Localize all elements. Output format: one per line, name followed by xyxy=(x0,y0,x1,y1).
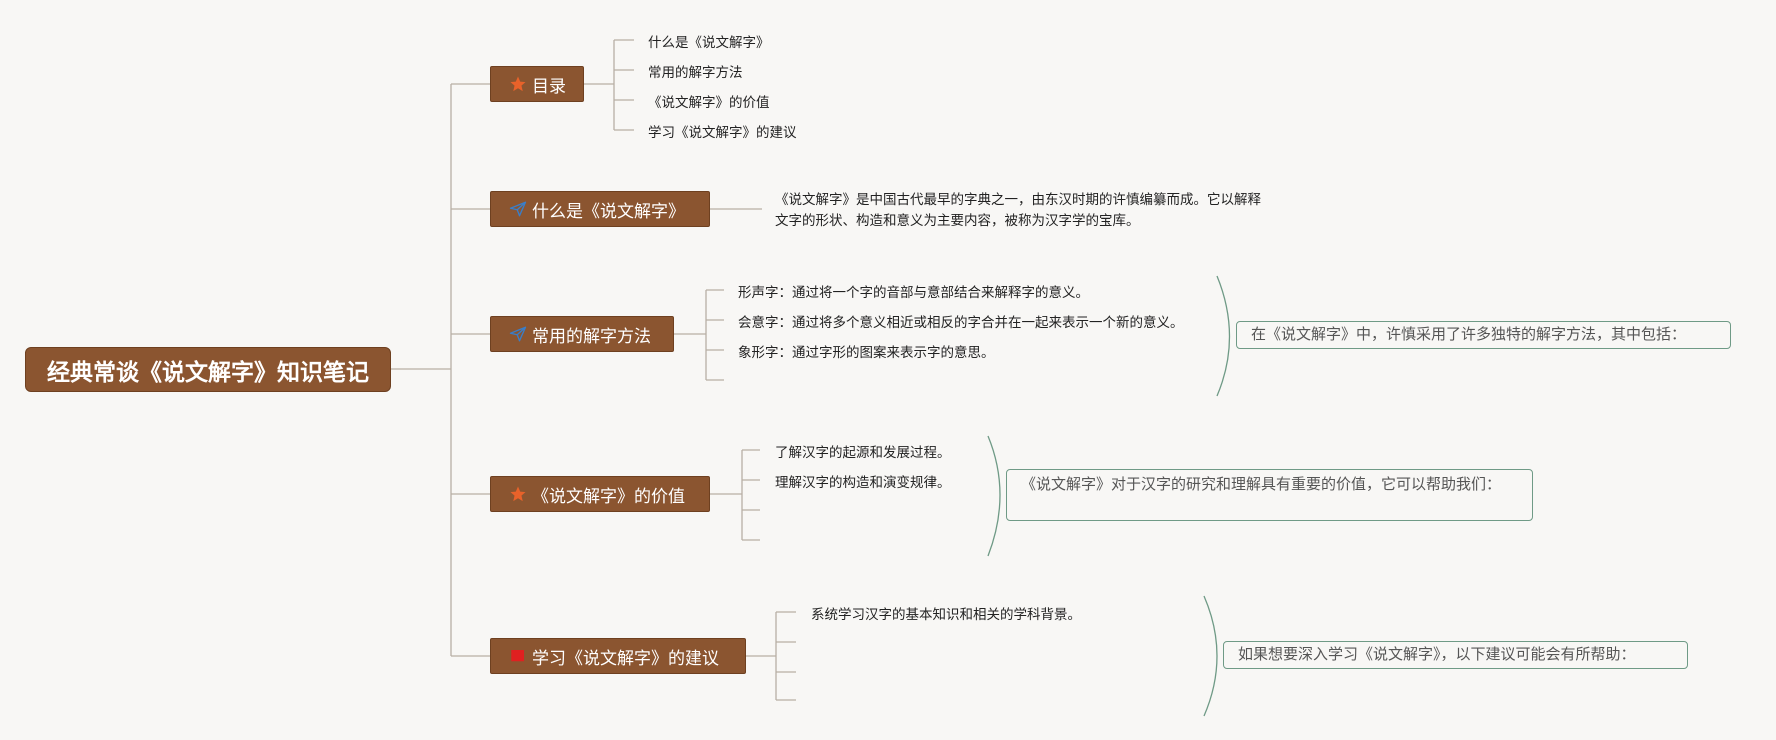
note-box: 《说文解字》对于汉字的研究和理解具有重要的价值，它可以帮助我们： xyxy=(1006,469,1533,521)
red-flag-icon xyxy=(509,647,529,665)
paper-plane-icon xyxy=(509,325,529,343)
paper-plane-icon xyxy=(509,200,529,218)
note-box: 如果想要深入学习《说文解字》，以下建议可能会有所帮助： xyxy=(1223,641,1688,669)
list-item: 常用的解字方法 xyxy=(648,65,743,81)
list-item: 了解汉字的起源和发展过程。 xyxy=(775,445,951,461)
branch-node-what-is[interactable]: 什么是《说文解字》 xyxy=(490,191,710,227)
list-item: 系统学习汉字的基本知识和相关的学科背景。 xyxy=(811,607,1081,623)
list-item: 学习《说文解字》的建议 xyxy=(648,125,797,141)
branch-node-methods[interactable]: 常用的解字方法 xyxy=(490,316,674,352)
branch-node-value[interactable]: 《说文解字》的价值 xyxy=(490,476,710,512)
branch-label: 《说文解字》的价值 xyxy=(532,486,685,507)
list-item: 会意字：通过将多个意义相近或相反的字合并在一起来表示一个新的意义。 xyxy=(738,315,1184,331)
branch-label: 什么是《说文解字》 xyxy=(532,201,685,222)
description-text: 《说文解字》是中国古代最早的字典之一，由东汉时期的许慎编纂而成。它以解释文字的形… xyxy=(775,192,1261,229)
star-icon xyxy=(509,485,529,503)
branch-label: 学习《说文解字》的建议 xyxy=(532,648,719,669)
list-item: 《说文解字》的价值 xyxy=(648,95,770,111)
list-item: 什么是《说文解字》 xyxy=(648,35,770,51)
branch-label: 常用的解字方法 xyxy=(532,326,651,347)
branch-node-advice[interactable]: 学习《说文解字》的建议 xyxy=(490,638,746,674)
list-item: 理解汉字的构造和演变规律。 xyxy=(775,475,951,491)
branch-label: 目录 xyxy=(532,76,566,97)
root-node[interactable]: 经典常谈《说文解字》知识笔记 xyxy=(25,347,391,392)
root-title: 经典常谈《说文解字》知识笔记 xyxy=(47,359,369,386)
star-icon xyxy=(509,75,529,93)
list-item: 象形字：通过字形的图案来表示字的意思。 xyxy=(738,345,995,361)
list-item: 形声字：通过将一个字的音部与意部结合来解释字的意义。 xyxy=(738,285,1089,301)
branch-node-contents[interactable]: 目录 xyxy=(490,66,584,102)
note-box: 在《说文解字》中，许慎采用了许多独特的解字方法，其中包括： xyxy=(1236,321,1731,349)
